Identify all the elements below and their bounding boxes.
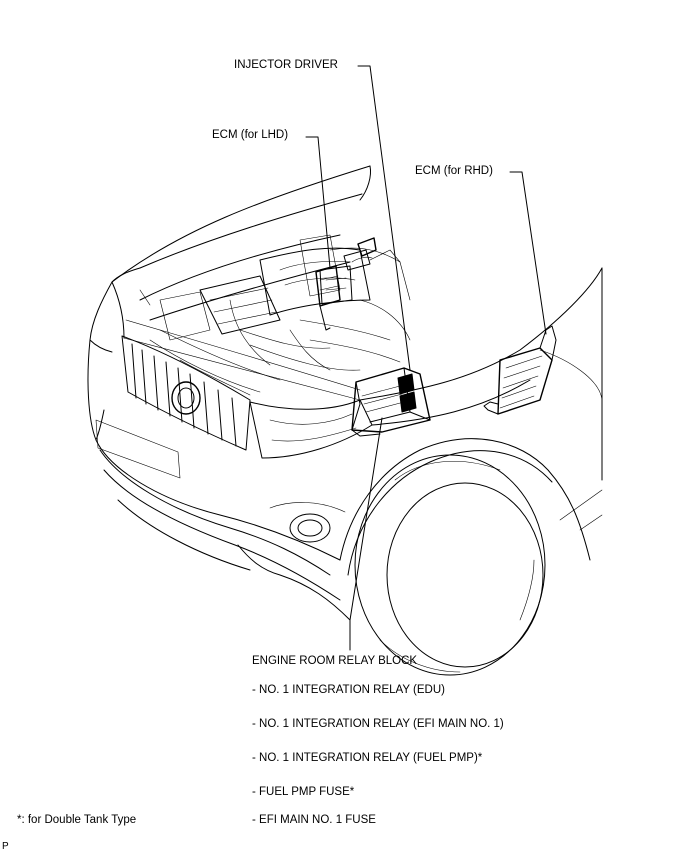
- open-hood: [111, 165, 371, 283]
- ecm-lhd-module: [315, 265, 341, 331]
- corner-mark: P: [2, 841, 9, 852]
- fuse-item-efi-main: - EFI MAIN NO. 1 FUSE: [252, 814, 376, 826]
- front-wheel: [354, 454, 546, 676]
- engine-room-relay-block: [351, 367, 431, 437]
- relay-item-fuel-pmp: - NO. 1 INTEGRATION RELAY (FUEL PMP)*: [252, 752, 483, 764]
- relay-item-efi-main: - NO. 1 INTEGRATION RELAY (EFI MAIN NO. …: [252, 718, 504, 730]
- fuse-item-fuel-pmp: - FUEL PMP FUSE*: [252, 786, 355, 798]
- injector-driver-module: [343, 237, 377, 271]
- footnote: *: for Double Tank Type: [17, 814, 137, 826]
- ecm-lhd-label: ECM (for LHD): [212, 129, 289, 141]
- vehicle-body-outline: [87, 267, 603, 621]
- headlamp: [249, 399, 373, 459]
- ecm-rhd-label: ECM (for RHD): [415, 165, 493, 177]
- engine-compartment: [123, 234, 411, 401]
- fog-lamp: [269, 502, 346, 543]
- front-grille: [121, 335, 251, 451]
- leader-lines: [305, 65, 547, 651]
- relay-block-label: ENGINE ROOM RELAY BLOCK: [252, 655, 418, 667]
- injector-driver-label: INJECTOR DRIVER: [234, 59, 338, 71]
- ecm-rhd-module: [483, 325, 557, 415]
- relay-item-edu: - NO. 1 INTEGRATION RELAY (EDU): [252, 684, 445, 696]
